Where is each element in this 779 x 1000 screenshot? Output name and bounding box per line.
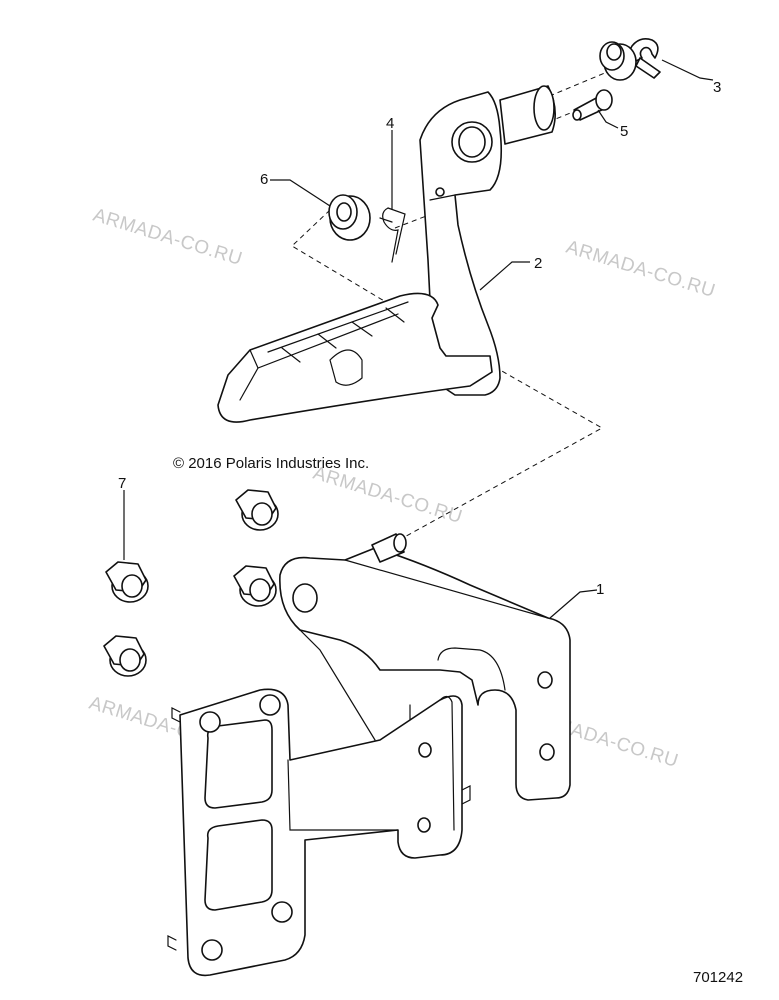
callout-4: 4 — [386, 115, 394, 132]
flange-nut-2 — [105, 561, 149, 603]
flange-nut-4 — [103, 635, 147, 677]
flange-nut-1 — [235, 489, 279, 531]
watermark-2: ARMADA-CO.RU — [564, 237, 718, 302]
mounting-bracket — [167, 533, 571, 977]
watermark-3: ARMADA-CO.RU — [311, 463, 465, 528]
pedal-bushing — [328, 194, 371, 241]
callout-1: 1 — [596, 581, 604, 598]
watermark-1: ARMADA-CO.RU — [91, 205, 245, 270]
flange-nut-3 — [233, 565, 277, 607]
brake-pedal — [217, 85, 556, 423]
clevis-pin — [572, 89, 613, 121]
callout-3: 3 — [713, 79, 721, 96]
callout-6: 6 — [260, 171, 268, 188]
hairpin-cotter — [379, 207, 406, 263]
leader-lines — [123, 59, 714, 619]
callout-5: 5 — [620, 123, 628, 140]
copyright-notice: © 2016 Polaris Industries Inc. — [173, 455, 369, 472]
pivot-bushing — [599, 41, 637, 81]
callout-2: 2 — [534, 255, 542, 272]
callout-7: 7 — [118, 475, 126, 492]
diagram-part-number: 701242 — [693, 969, 743, 986]
